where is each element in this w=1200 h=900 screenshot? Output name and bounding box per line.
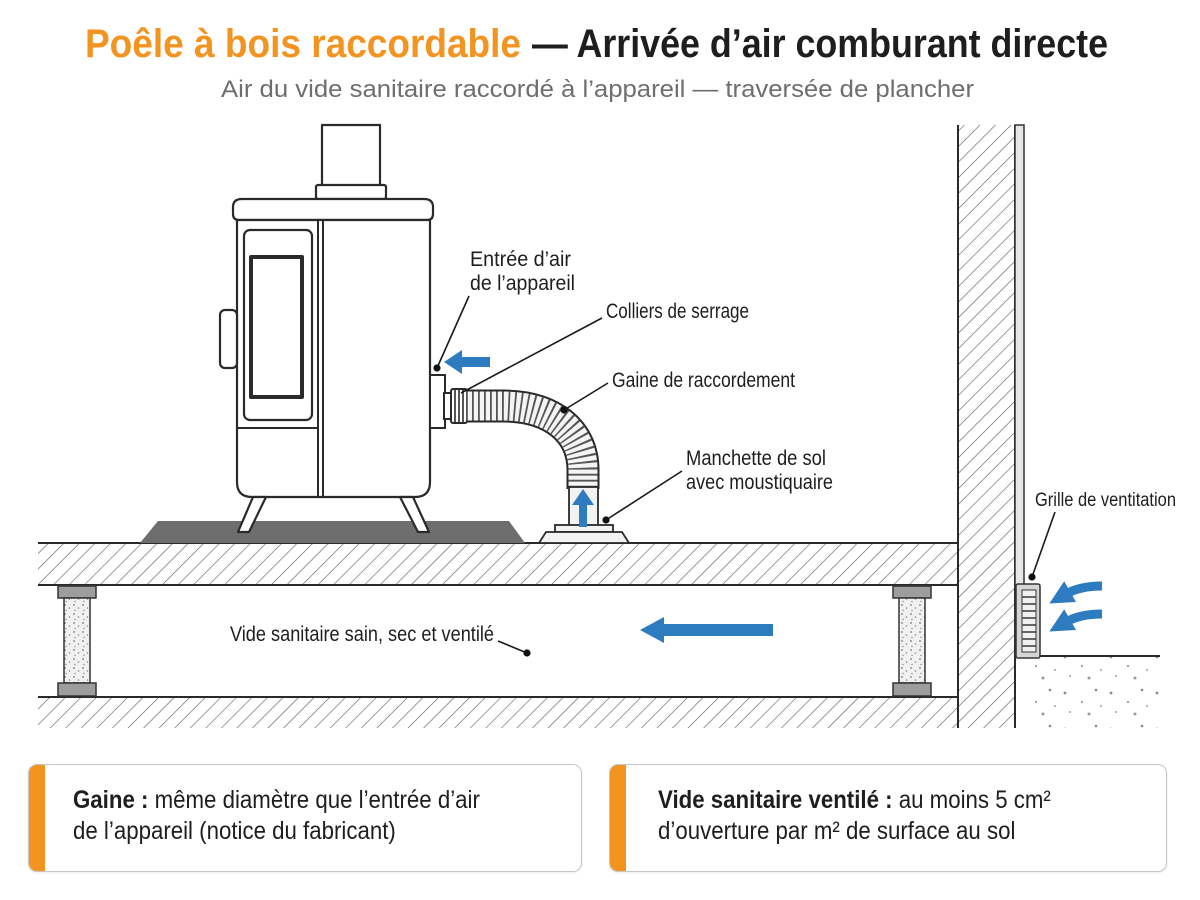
stove-window bbox=[249, 255, 304, 399]
note-line: d’ouverture par m² de surface au sol bbox=[658, 816, 1051, 847]
vent-grille bbox=[1015, 583, 1041, 659]
clamp-collar bbox=[450, 388, 468, 424]
exterior-wall bbox=[957, 124, 1025, 728]
note-accent-bar bbox=[610, 765, 626, 871]
wall-cladding bbox=[1014, 124, 1025, 657]
label-clamps-text: Colliers de serrage bbox=[606, 300, 749, 323]
note-body: de l’appareil (notice du fabricant) bbox=[73, 817, 396, 845]
label-crawl-space: Vide sanitaire sain, sec et ventilé bbox=[230, 623, 531, 657]
note-line: de l’appareil (notice du fabricant) bbox=[73, 816, 480, 847]
label-floor-sleeve: Manchette de sol avec moustiquaire bbox=[602, 447, 833, 524]
flue-collar bbox=[314, 183, 388, 201]
note-body: d’ouverture par m² de surface au sol bbox=[658, 817, 1016, 845]
label-floor-sleeve-line-1: Manchette de sol bbox=[686, 447, 826, 470]
title-main: — Arrivée d’air comburant directe bbox=[532, 22, 1108, 66]
airflow-arrow-up-sleeve bbox=[572, 489, 594, 527]
label-floor-sleeve-line-2: avec moustiquaire bbox=[686, 471, 833, 494]
flex-duct bbox=[466, 389, 600, 489]
label-air-inlet: Entrée d’air de l’appareil bbox=[433, 248, 575, 372]
ground-slab bbox=[38, 696, 958, 728]
note-term: Gaine : bbox=[73, 786, 149, 814]
exterior-ground bbox=[1025, 655, 1160, 728]
flue-pipe bbox=[320, 123, 382, 189]
label-vent-grille-text: Grille de ventitation bbox=[1035, 490, 1176, 511]
airflow-arrow-grille-upper bbox=[1049, 581, 1103, 604]
title-highlight: Poêle à bois raccordable bbox=[85, 22, 521, 66]
note-line: Vide sanitaire ventilé : au moins 5 cm² bbox=[658, 785, 1051, 816]
note-crawl-space: Vide sanitaire ventilé : au moins 5 cm² … bbox=[609, 764, 1167, 872]
stove-leg-right bbox=[398, 495, 431, 534]
note-text: Vide sanitaire ventilé : au moins 5 cm² … bbox=[658, 785, 1099, 847]
note-body: au moins 5 cm² bbox=[898, 786, 1051, 814]
label-crawl-space-text: Vide sanitaire sain, sec et ventilé bbox=[230, 623, 494, 646]
note-text: Gaine : même diamètre que l’entrée d’air… bbox=[73, 785, 530, 847]
note-line: Gaine : même diamètre que l’entrée d’air bbox=[73, 785, 480, 816]
stove-leg-left bbox=[236, 495, 268, 534]
door-handle bbox=[218, 308, 239, 370]
stove-air-inlet bbox=[429, 374, 446, 429]
label-duct: Gaine de raccordement bbox=[560, 369, 795, 414]
airflow-arrow-crawl-space bbox=[640, 617, 773, 643]
label-air-inlet-line-2: de l’appareil bbox=[470, 272, 575, 295]
label-air-inlet-line-1: Entrée d’air bbox=[470, 248, 571, 271]
label-duct-text: Gaine de raccordement bbox=[612, 369, 795, 392]
floor-slab bbox=[38, 542, 958, 586]
note-term: Vide sanitaire ventilé : bbox=[658, 786, 893, 814]
pier-right bbox=[892, 585, 932, 697]
note-accent-bar bbox=[29, 765, 45, 871]
subtitle: Air du vide sanitaire raccordé à l’appar… bbox=[221, 76, 974, 103]
note-body: même diamètre que l’entrée d’air bbox=[154, 786, 480, 814]
airflow-arrow-into-stove bbox=[444, 350, 490, 374]
hearth-plate bbox=[140, 521, 525, 543]
stove-top-plate bbox=[231, 197, 435, 222]
wood-stove bbox=[218, 123, 435, 534]
label-vent-grille: Grille de ventitation bbox=[1028, 490, 1176, 581]
note-duct: Gaine : même diamètre que l’entrée d’air… bbox=[28, 764, 582, 872]
label-clamps: Colliers de serrage bbox=[460, 300, 749, 394]
airflow-arrow-grille-lower bbox=[1049, 609, 1103, 632]
pier-left bbox=[57, 585, 97, 697]
